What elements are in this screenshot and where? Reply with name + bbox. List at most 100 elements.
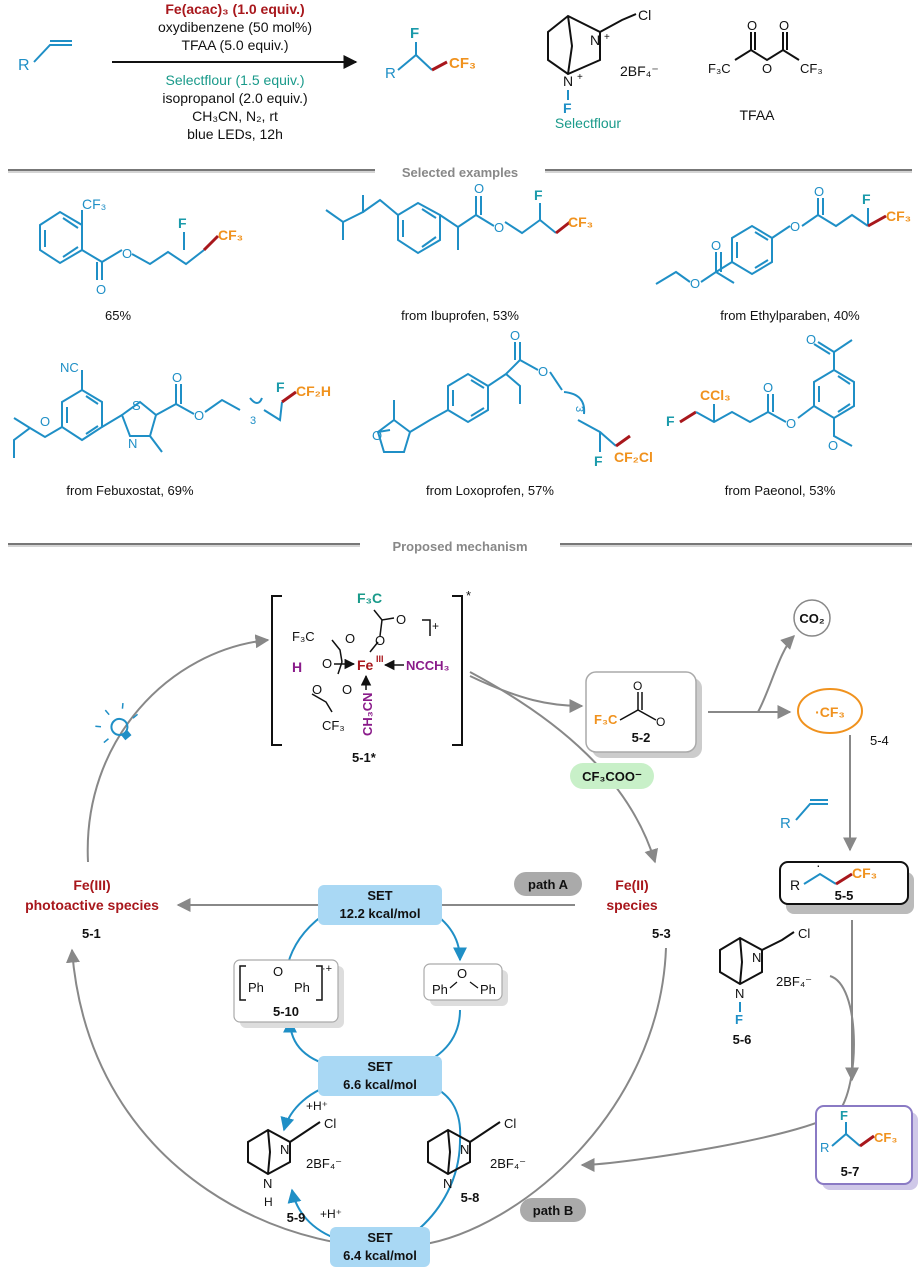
cf3-radical-label: ·CF₃ [815,704,845,720]
tfaa-f3c: F₃C [708,61,731,76]
tfaa-cf3: CF₃ [800,61,823,76]
selectfluor-f: F [563,100,572,116]
example-5-ketone-o: O [372,428,382,443]
example-3-caption: from Ethylparaben, 40% [720,308,860,323]
intermediate-55-box [779,861,909,905]
example-2-o2: O [494,220,504,235]
example-6-o3: O [806,332,816,347]
set-box-3 [330,1227,430,1267]
set-box-1 [318,885,442,925]
cage-59-n1: N [280,1142,289,1157]
label-54: 5-4 [870,733,889,748]
example-3-cf3: CF₃ [886,208,911,224]
example-6-o1: O [763,380,773,395]
co2-label: CO₂ [799,611,825,626]
diphenylether-ph1: Ph [432,982,448,997]
example-5-caption: from Loxoprofen, 57% [426,483,554,498]
product-r: R [385,65,396,82]
complex-charge: + [432,619,439,633]
example-4-chain-count: 3 [250,415,256,427]
intermediate-52-o2: O [656,715,665,729]
selectfluor-plus2: + [577,72,583,83]
complex-acetonitrile-right: NCCH₃ [406,658,450,673]
product-57-box [815,1105,913,1185]
example-2-f: F [534,187,543,203]
selectfluor-n2: N [563,73,573,89]
cage-59-n2: N [263,1176,272,1191]
intermediate-55-cf3: CF₃ [852,865,877,881]
intermediate-55-bond [835,872,853,886]
section-title-examples: Selected examples [402,165,518,180]
example-1-ring-cf3: CF₃ [82,196,106,212]
diphenylether-ph2: Ph [480,982,496,997]
set-2-title: SET [367,1059,392,1074]
substituent-r: R [18,57,30,74]
example-4-nitrile: NC [60,360,79,375]
example-3-o1: O [690,276,700,291]
selectfluor-structure [547,13,637,76]
proton-label-1: +H⁺ [306,1099,328,1113]
complex-f3c-left: F₃C [292,629,315,644]
diphenylether-box [423,963,503,1001]
label-53: 5-3 [652,926,671,941]
fe2-species-line2: species [606,897,658,913]
product-f: F [410,25,419,42]
example-4-caption: from Febuxostat, 69% [66,483,194,498]
tfaa-o3: O [762,61,772,76]
condition-selectfluor: Selectflour (1.5 equiv.) [165,72,304,88]
mechanism-alkene [795,799,828,821]
fe3-species-line2: photoactive species [25,897,159,913]
example-4-structure: NC O S N O O 3 F CF₂H [13,360,331,458]
complex-o2: O [375,633,385,648]
product-57-r: R [820,1140,829,1155]
intermediate-52-o1: O [633,679,642,693]
selectfluor-plus1: + [604,32,610,43]
radical-cage-58 [427,1121,501,1176]
example-4-nitrogen: N [128,436,137,451]
example-3-o3: O [790,219,800,234]
example-2-cf3: CF₃ [568,214,593,230]
cage-58-cl: Cl [504,1116,516,1131]
radical-cation-charge: ·+ [322,963,332,975]
set-3-energy: 6.4 kcal/mol [343,1248,417,1263]
example-6-structure: F CCl₃ O O O O [666,332,855,453]
diphenylether-bonds [449,981,479,989]
example-2-structure: O O F CF₃ [325,181,593,255]
trifluoroacetate-pill [570,763,654,789]
complex-o1: O [396,612,406,627]
excited-complex: * + F₃C O O F₃C O O H O O CF₃ Fe III NCC… [271,588,471,765]
trifluoroacetate-label: CF₃COO⁻ [582,769,642,784]
radical-cation-bracket-right [316,965,323,1001]
example-4-f: F [276,379,285,395]
example-3-structure: O O O O F CF₃ [655,184,911,291]
example-1-o1: O [96,282,106,297]
example-6-f: F [666,413,675,429]
example-3-o4: O [814,184,824,199]
intermediate-55-radical-dot: · [816,857,821,873]
example-4-o2: O [172,370,182,385]
example-5-chain-count: 3 [573,406,585,412]
selectfluor-counterion: 2BF₄⁻ [620,63,659,79]
cycle-arc-excitation [86,634,270,863]
intermediate-55-r: R [790,877,800,893]
intermediate-52-label: 5-2 [632,730,651,745]
proton-label-2: +H⁺ [320,1207,342,1221]
complex-cf3-bottom: CF₃ [322,718,345,733]
cage-59-bf4: 2BF₄⁻ [306,1156,342,1171]
example-2-o1: O [474,181,484,196]
product-57-label: 5-7 [841,1164,860,1179]
arrow-to-co2 [757,635,795,713]
condition-tfaa: TFAA (5.0 equiv.) [181,37,288,53]
cage-58-n1: N [460,1142,469,1157]
fe2-species-line1: Fe(II) [615,877,648,893]
path-b-pill [520,1198,586,1222]
complex-h: H [292,659,302,675]
example-3-f: F [862,191,871,207]
complex-f3c-top: F₃C [357,590,382,606]
example-5-cf2cl: CF₂Cl [614,449,653,465]
example-2-caption: from Ibuprofen, 53% [401,308,519,323]
product-structure: R F CF₃ [385,25,476,82]
radical-cation-bracket-left [239,965,246,1001]
complex-iron-oxidation: III [376,654,384,664]
